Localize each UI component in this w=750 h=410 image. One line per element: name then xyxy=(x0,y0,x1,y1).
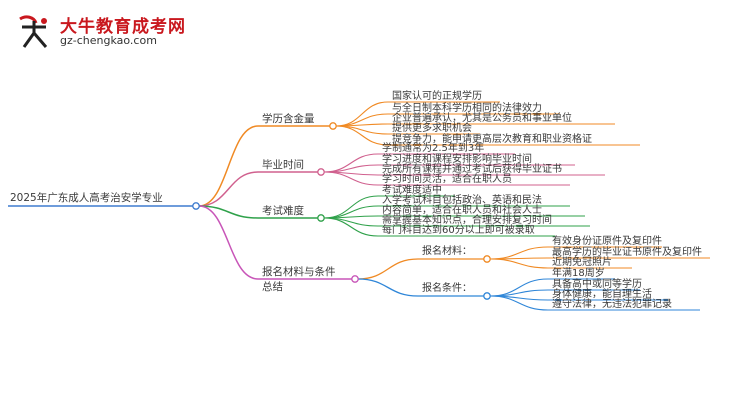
sub-0-leaf-1: 最高学历的毕业证书原件及复印件 xyxy=(552,247,702,258)
logo-title: 大牛教育成考网 xyxy=(60,17,186,37)
sub-0-label: 报名材料： xyxy=(422,246,472,257)
branch-3-dot[interactable] xyxy=(351,275,359,283)
branch-0-connector xyxy=(198,125,259,207)
branch-1-leaf-3: 学习时间灵活，适合在职人员 xyxy=(382,174,512,185)
sub-1-leaf-2: 身体健康，能自理生活 xyxy=(552,289,652,300)
branch-1-leaf-3-connector xyxy=(323,171,379,186)
sub-1-leaf-0: 年满18周岁 xyxy=(552,268,605,279)
branch-1-leaf-0: 学制通常为2.5年到3年 xyxy=(382,143,485,154)
sub-1-leaf-3: 遵守法律，无违法犯罪记录 xyxy=(552,299,672,310)
sub-0-leaf-2: 近期免冠照片 xyxy=(552,257,612,268)
branch-1-dot[interactable] xyxy=(317,168,325,176)
sub-1-leaf-3-connector xyxy=(489,295,549,311)
branch-0-label: 学历含金量 xyxy=(262,113,315,125)
branch-3-label-line2: 总结 xyxy=(262,281,283,293)
sub-0-connector xyxy=(357,258,419,280)
branch-2-leaf-0-connector xyxy=(323,195,379,219)
sub-1-connector xyxy=(357,278,419,297)
mind-map-edges xyxy=(8,101,710,311)
branch-3-label-line1: 报名材料与条件 xyxy=(262,266,336,278)
root-node-label: 2025年广东成人高考治安学专业 xyxy=(10,192,163,204)
branch-0-leaf-4-connector xyxy=(335,125,389,146)
sub-1-dot[interactable] xyxy=(483,292,491,300)
branch-2-leaf-1: 入学考试科目包括政治、英语和民法 xyxy=(382,195,542,206)
branch-0-leaf-3: 提供更多求职机会 xyxy=(392,123,472,134)
branch-0-leaf-0: 国家认可的正规学历 xyxy=(392,91,482,102)
sub-1-label: 报名条件： xyxy=(422,283,472,294)
branch-0-leaf-4: 提竞争力，能申请更高层次教育和职业资格证 xyxy=(392,134,592,145)
branch-2-connector xyxy=(198,205,259,219)
sub-1-leaf-1: 具备高中或同等学历 xyxy=(552,279,642,290)
branch-2-leaf-0: 考试难度适中 xyxy=(382,185,442,196)
site-logo[interactable]: 大牛教育成考网 gz-chengkao.com xyxy=(8,10,185,54)
logo-url: gz-chengkao.com xyxy=(60,34,157,47)
branch-0-leaf-2: 企业普遍承认，尤其是公务员和事业单位 xyxy=(392,113,572,124)
sub-0-leaf-0-connector xyxy=(489,246,549,260)
branch-0-dot[interactable] xyxy=(329,122,337,130)
branch-3-connector xyxy=(198,205,259,280)
branch-0-leaf-1: 与全日制本科学历相同的法律效力 xyxy=(392,103,542,114)
root-node-dot[interactable] xyxy=(192,202,200,210)
mind-map-nodes xyxy=(192,122,491,300)
branch-2-leaf-2: 内容简单，适合在职人员和社会人士 xyxy=(382,205,542,216)
sub-0-leaf-2-connector xyxy=(489,258,549,269)
branch-1-leaf-0-connector xyxy=(323,153,379,173)
branch-2-leaf-3-connector xyxy=(323,217,379,227)
bull-logo-icon xyxy=(19,15,48,48)
sub-0-dot[interactable] xyxy=(483,255,491,263)
branch-2-leaf-4-connector xyxy=(323,217,379,237)
branch-1-leaf-1: 学习进度和课程安排影响毕业时间 xyxy=(382,154,532,165)
branch-1-connector xyxy=(198,171,259,207)
sub-0-leaf-0: 有效身份证原件及复印件 xyxy=(552,236,662,247)
branch-2-leaf-3: 需掌握基本知识点，合理安排复习时间 xyxy=(382,215,552,226)
branch-1-label: 毕业时间 xyxy=(262,159,304,171)
branch-2-leaf-4: 每门科目达到60分以上即可被录取 xyxy=(382,225,535,236)
branch-2-dot[interactable] xyxy=(317,214,325,222)
branch-1-leaf-2: 完成所有课程并通过考试后获得毕业证书 xyxy=(382,164,562,175)
branch-2-label: 考试难度 xyxy=(262,205,304,217)
